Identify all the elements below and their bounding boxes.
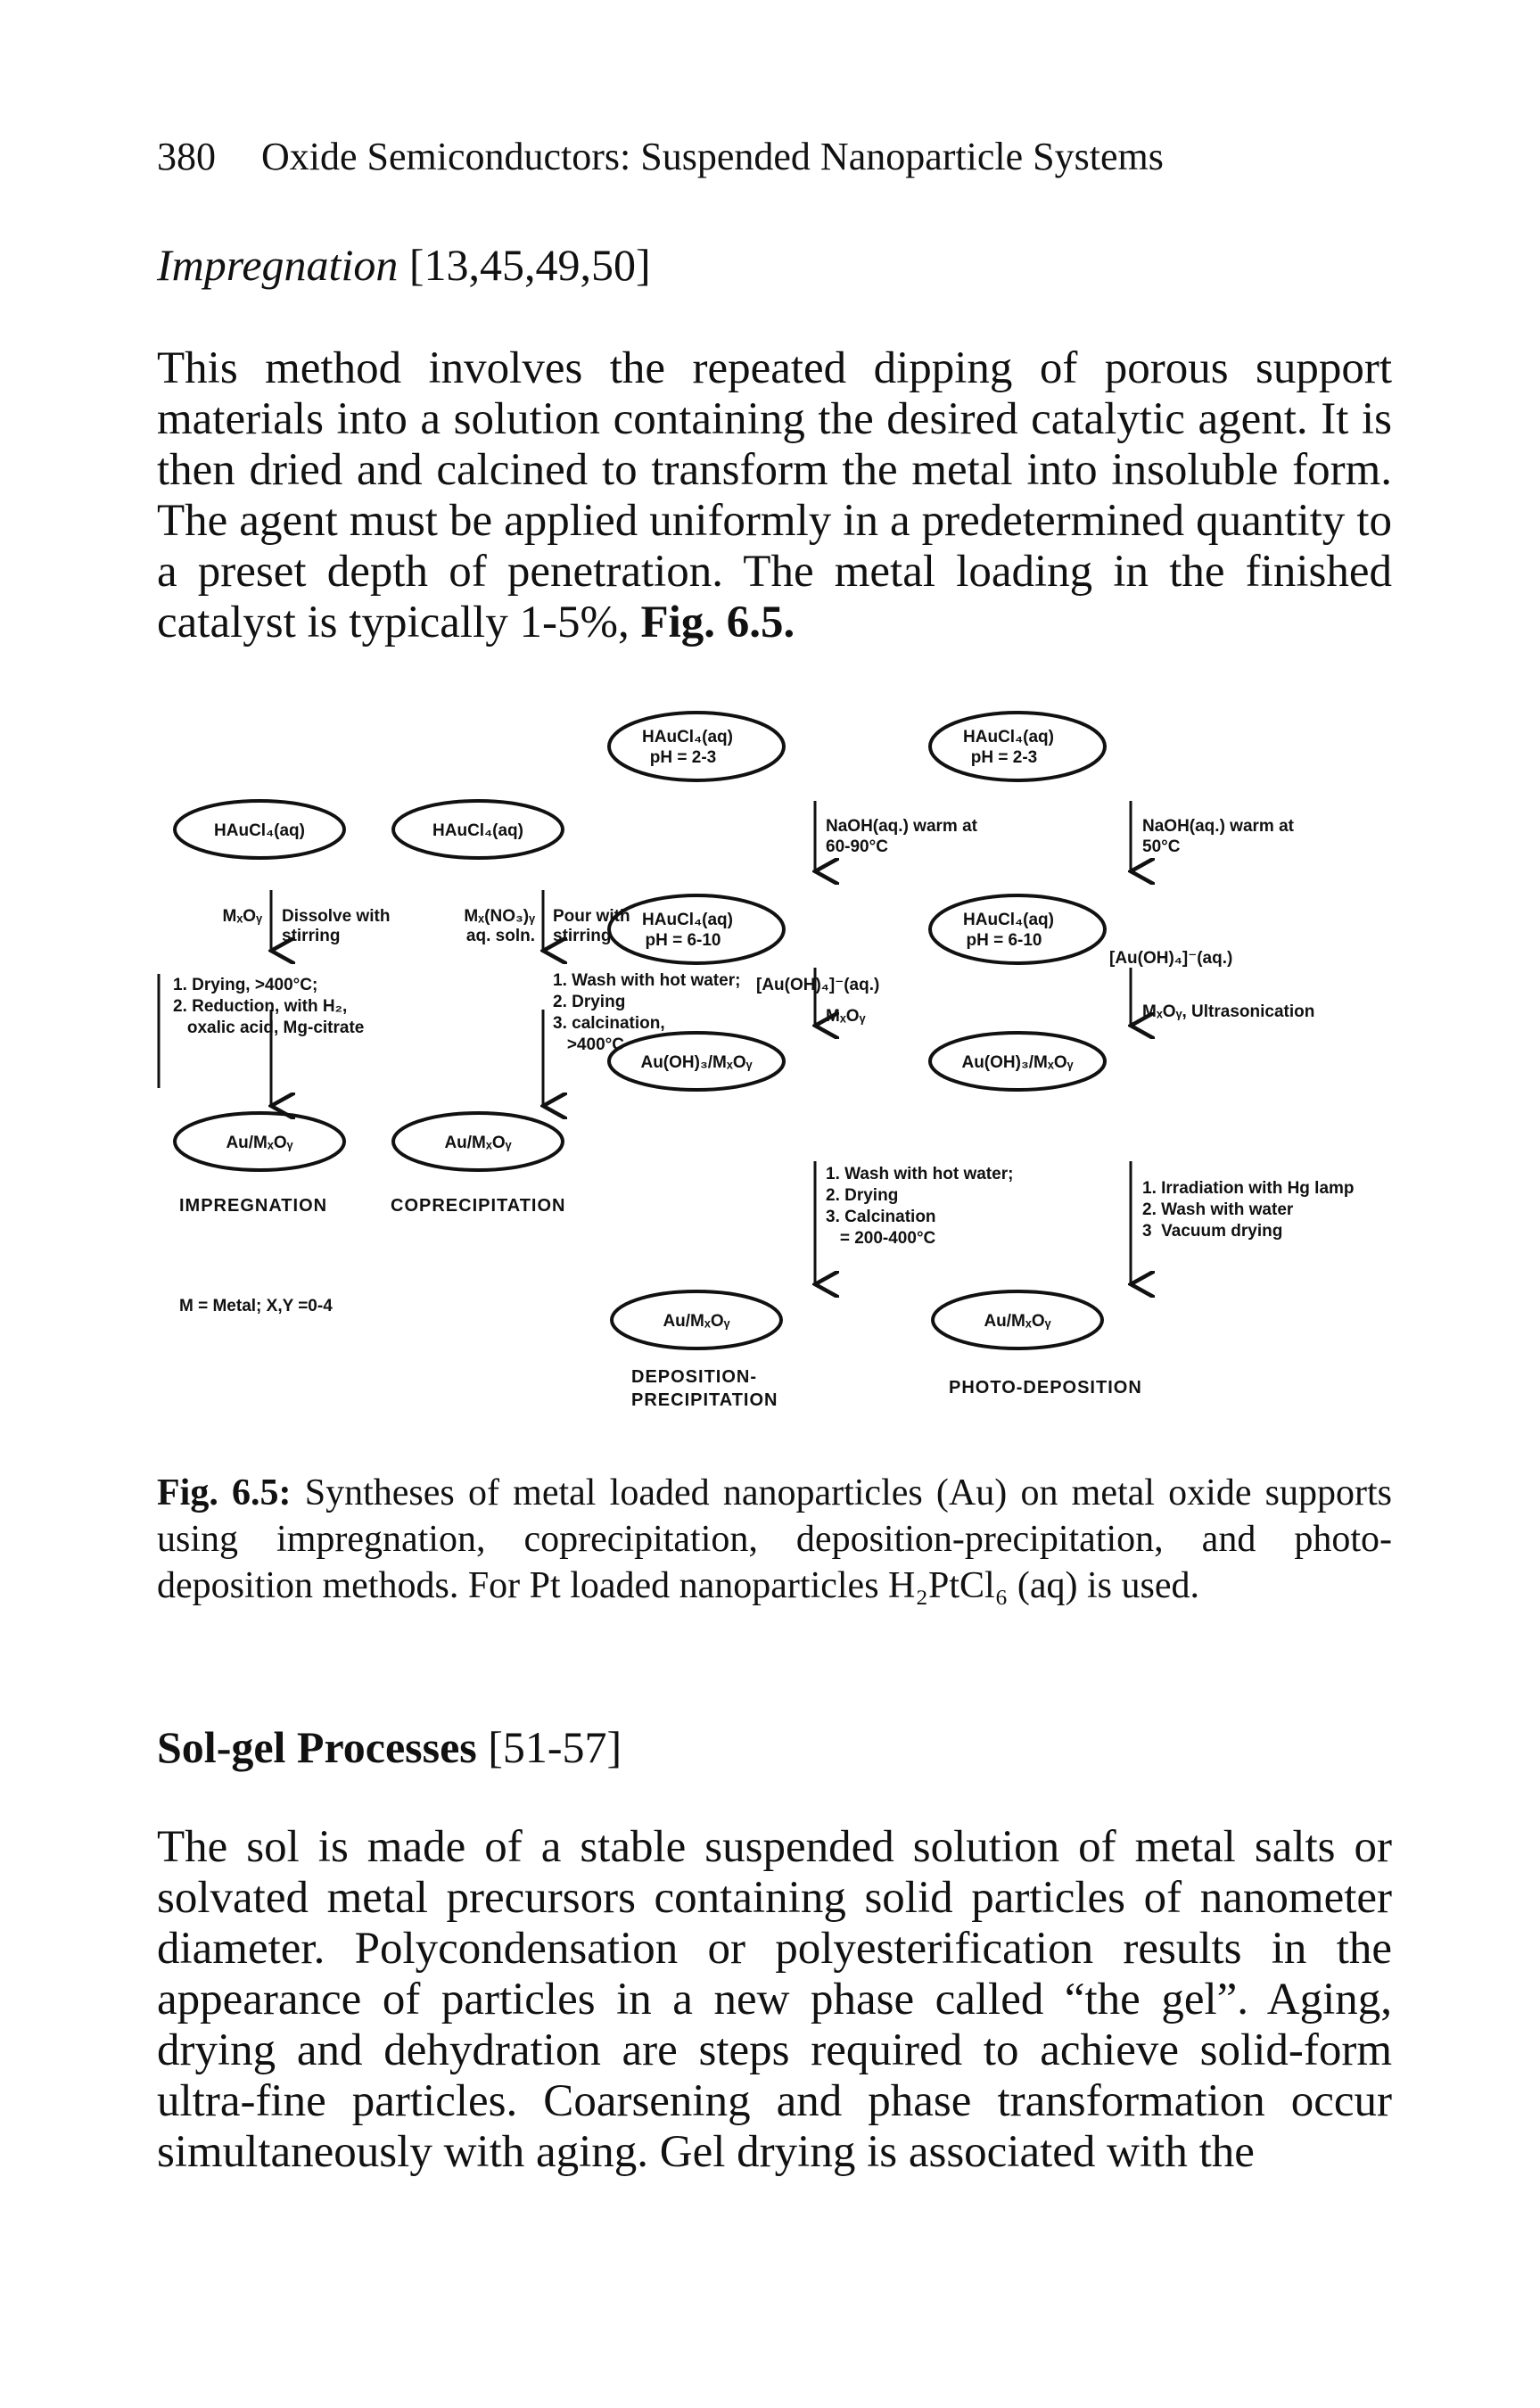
- dep-step1b-label: 60-90°C: [826, 837, 888, 856]
- section-title: Impregnation: [157, 240, 399, 290]
- photo-mid-label-1: HAuCl₄(aq): [963, 911, 1054, 929]
- node-photo-intermediate: [928, 1031, 1107, 1092]
- paragraph-impregnation: This method involves the repeated dippin…: [157, 343, 1392, 648]
- photo-step3-line-3: 3 Vacuum drying: [1142, 1222, 1282, 1241]
- node-photo-start: [928, 711, 1107, 782]
- cop-step1b-label: stirring: [553, 927, 611, 945]
- photo-start-label-1: HAuCl₄(aq): [963, 728, 1054, 746]
- node-deposition-product: [610, 1290, 783, 1350]
- paragraph-text: This method involves the repeated dippin…: [157, 343, 1392, 647]
- dep-step3-line-3: 3. Calcination: [826, 1208, 936, 1226]
- imp-start-label: HAuCl₄(aq): [214, 821, 305, 840]
- node-coprecipitation-product: [391, 1111, 564, 1172]
- photo-method-label: PHOTO-DEPOSITION: [949, 1378, 1142, 1398]
- dep-mid-label-1: HAuCl₄(aq): [642, 911, 733, 929]
- figure-reference: Fig. 6.5.: [640, 598, 795, 647]
- caption-label: Fig. 6.5:: [157, 1472, 292, 1513]
- dep-step3-line-1: 1. Wash with hot water;: [826, 1165, 1013, 1183]
- photo-product-label: Au/MₓOᵧ: [984, 1312, 1051, 1331]
- page-number: 380: [157, 135, 216, 178]
- dep-method-label-1: DEPOSITION-: [631, 1367, 757, 1387]
- cop-start-label: HAuCl₄(aq): [432, 821, 523, 840]
- dep-start-label-2: pH = 2-3: [650, 748, 716, 767]
- section-refs: [13,45,49,50]: [408, 240, 651, 290]
- node-impregnation-start: [173, 799, 346, 860]
- photo-ion-label: [Au(OH)₄]⁻(aq.): [1109, 949, 1232, 968]
- dep-product-label: Au/MₓOᵧ: [663, 1312, 730, 1331]
- imp-step2-line-3: oxalic acid, Mg-citrate: [173, 1018, 364, 1037]
- cop-product-label: Au/MₓOᵧ: [444, 1134, 512, 1152]
- photo-step1b-label: 50°C: [1142, 837, 1181, 856]
- imp-note-label: M = Metal; X,Y =0-4: [179, 1297, 333, 1315]
- node-impregnation-product: [173, 1111, 346, 1172]
- imp-step1-label: Dissolve with: [282, 907, 390, 926]
- dep-start-label-1: HAuCl₄(aq): [642, 728, 733, 746]
- cop-method-label: COPRECIPITATION: [391, 1196, 565, 1216]
- figure-caption: Fig. 6.5: Syntheses of metal loaded nano…: [157, 1470, 1392, 1609]
- photo-mid-label-2: pH = 6-10: [966, 931, 1042, 950]
- dep-inter-label: Au(OH)₃/MₓOᵧ: [640, 1053, 753, 1072]
- paragraph-sol-gel: The sol is made of a stable suspended so…: [157, 1822, 1392, 2177]
- photo-start-label-2: pH = 2-3: [971, 748, 1037, 767]
- cop-step2-line-2: 2. Drying: [553, 993, 625, 1011]
- section-title: Sol-gel Processes: [157, 1722, 477, 1772]
- node-photo-product: [931, 1290, 1104, 1350]
- imp-step1b-label: stirring: [282, 927, 340, 945]
- synthesis-flow-diagram: HAuCl₄(aq) Au/MₓOᵧ HAuCl₄(aq) Au/MₓOᵧ HA…: [157, 711, 1355, 1410]
- node-deposition-mid: [607, 894, 786, 965]
- node-coprecipitation-start: [391, 799, 564, 860]
- node-deposition-start: [607, 711, 786, 782]
- dep-step1-label: NaOH(aq.) warm at: [826, 817, 978, 836]
- running-header: 380 Oxide Semiconductors: Suspended Nano…: [157, 134, 1164, 179]
- imp-side-label: MₓOᵧ: [223, 907, 264, 926]
- dep-step3-line-2: 2. Drying: [826, 1186, 898, 1205]
- photo-inter-label: Au(OH)₃/MₓOᵧ: [961, 1053, 1074, 1072]
- cop-side-label-1: Mₓ(NO₃)ᵧ: [464, 907, 536, 926]
- dep-step3-line-4: = 200-400°C: [826, 1229, 936, 1248]
- dep-ion-label: [Au(OH)₄]⁻(aq.): [756, 976, 879, 994]
- running-title: Oxide Semiconductors: Suspended Nanopart…: [261, 135, 1164, 178]
- section-heading-sol-gel: Sol-gel Processes [51-57]: [157, 1721, 622, 1773]
- dep-method-label-2: PRECIPITATION: [631, 1390, 778, 1410]
- imp-method-label: IMPREGNATION: [179, 1196, 327, 1216]
- cop-step2-line-1: 1. Wash with hot water;: [553, 971, 740, 990]
- photo-step3-line-2: 2. Wash with water: [1142, 1200, 1294, 1219]
- imp-product-label: Au/MₓOᵧ: [226, 1134, 293, 1152]
- node-deposition-intermediate: [607, 1031, 786, 1092]
- dep-side-label: MₓOᵧ: [826, 1007, 867, 1026]
- section-heading-impregnation: Impregnation [13,45,49,50]: [157, 239, 651, 291]
- imp-step2-line-2: 2. Reduction, with H₂,: [173, 997, 347, 1016]
- photo-step1-label: NaOH(aq.) warm at: [1142, 817, 1295, 836]
- cop-step2-line-3: 3. calcination,: [553, 1014, 665, 1033]
- dep-mid-label-2: pH = 6-10: [645, 931, 721, 950]
- section-refs: [51-57]: [488, 1722, 622, 1772]
- cop-step2-line-4: >400°C: [553, 1035, 624, 1054]
- cop-step1-label: Pour with: [553, 907, 630, 926]
- node-photo-mid: [928, 894, 1107, 965]
- cop-side-label-2: aq. soln.: [466, 927, 535, 945]
- photo-step3-line-1: 1. Irradiation with Hg lamp: [1142, 1179, 1355, 1198]
- imp-step2-line-1: 1. Drying, >400°C;: [173, 976, 317, 994]
- photo-side-label: MₓOᵧ, Ultrasonication: [1142, 1002, 1314, 1021]
- caption-text: Syntheses of metal loaded nanoparticles …: [157, 1472, 1393, 1606]
